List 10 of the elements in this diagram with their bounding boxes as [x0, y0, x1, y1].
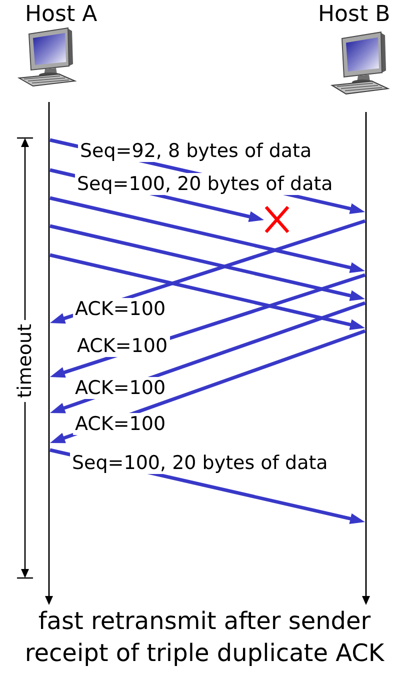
caption: fast retransmit after sender receipt of triple duplicate ACK: [24, 606, 386, 669]
lifeline: [362, 112, 370, 605]
cross-icon: [264, 206, 290, 233]
host-label: Host A: [25, 2, 98, 28]
arrow: [50, 224, 365, 301]
lifeline: [45, 102, 53, 605]
arrow: [50, 253, 365, 330]
host-label: Host B: [318, 2, 390, 28]
arrow: [50, 196, 365, 273]
edge-label: ACK=100: [75, 335, 170, 357]
